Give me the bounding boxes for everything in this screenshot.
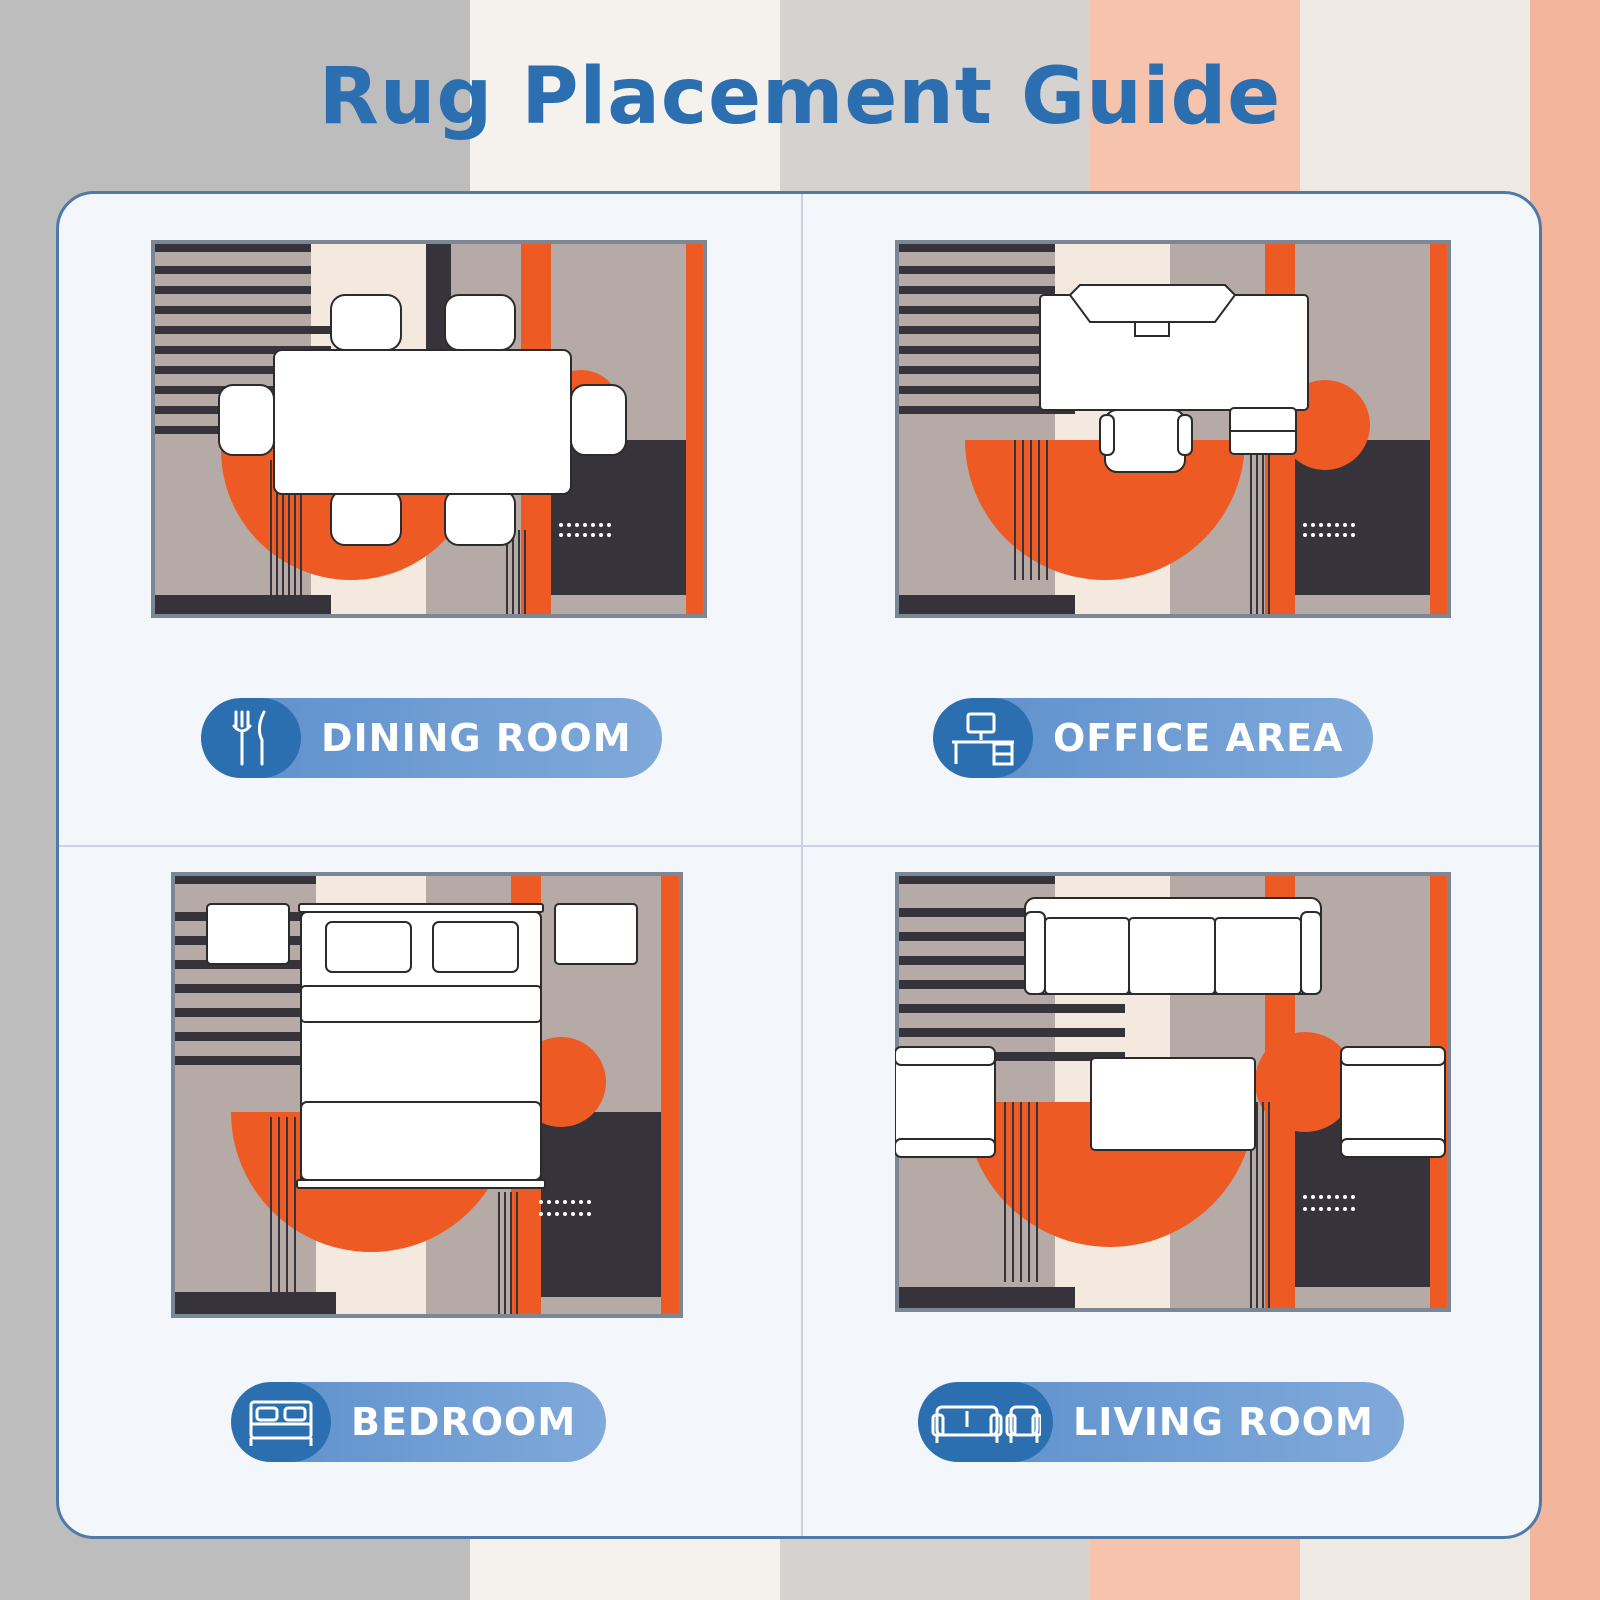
room-label-text: BEDROOM (351, 1400, 577, 1444)
page-title: Rug Placement Guide (318, 52, 1282, 142)
desk-computer-icon (933, 698, 1033, 778)
room-card-living: LIVING ROOM (803, 847, 1539, 1498)
dining-rug-illustration (151, 240, 707, 618)
bedroom-rug-illustration (171, 872, 683, 1318)
room-card-dining: DINING ROOM (59, 194, 801, 845)
bedroom-label: BEDROOM (231, 1382, 607, 1462)
grid-divider (59, 845, 1539, 847)
office-area-label: OFFICE AREA (933, 698, 1374, 778)
dining-room-label: DINING ROOM (201, 698, 662, 778)
room-label-text: OFFICE AREA (1053, 716, 1344, 760)
room-label-text: LIVING ROOM (1073, 1400, 1374, 1444)
grid-divider (801, 194, 803, 1536)
room-card-office: OFFICE AREA (803, 194, 1539, 845)
living-rug-illustration (895, 872, 1451, 1312)
bed-icon (231, 1382, 331, 1462)
placement-board: DINING ROOM (56, 191, 1542, 1539)
room-card-bedroom: BEDROOM (59, 847, 801, 1498)
fork-knife-icon (201, 698, 301, 778)
living-room-label: LIVING ROOM (918, 1382, 1404, 1462)
office-rug-illustration (895, 240, 1451, 618)
room-label-text: DINING ROOM (321, 716, 632, 760)
sofa-armchair-icon (918, 1382, 1053, 1462)
